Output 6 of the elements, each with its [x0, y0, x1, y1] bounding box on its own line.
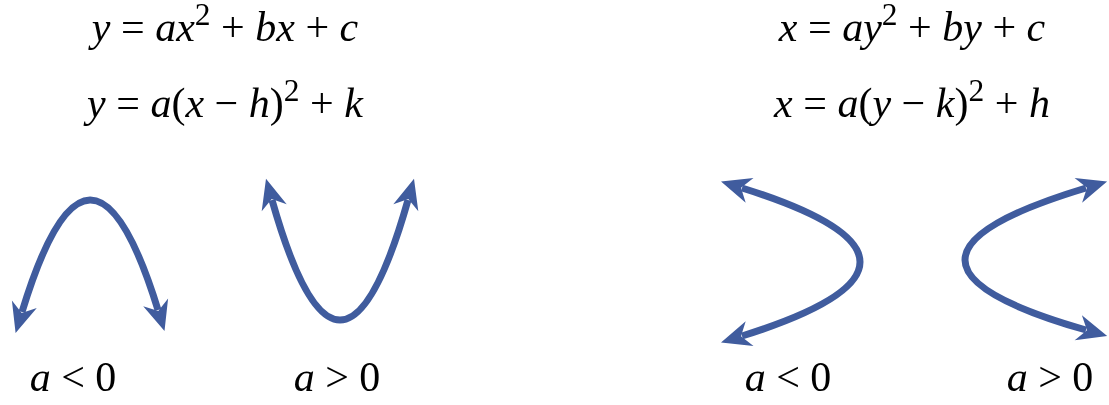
condition-label: a < 0: [744, 356, 832, 398]
condition-label: a < 0: [29, 356, 117, 398]
equation-text: x = ay$^{2}$ + by + c: [778, 6, 1046, 48]
condition-label: a > 0: [1006, 356, 1094, 398]
condition-label: a > 0: [293, 356, 381, 398]
equation-text: x = a(y − k)$^{2}$ + h: [774, 82, 1050, 124]
